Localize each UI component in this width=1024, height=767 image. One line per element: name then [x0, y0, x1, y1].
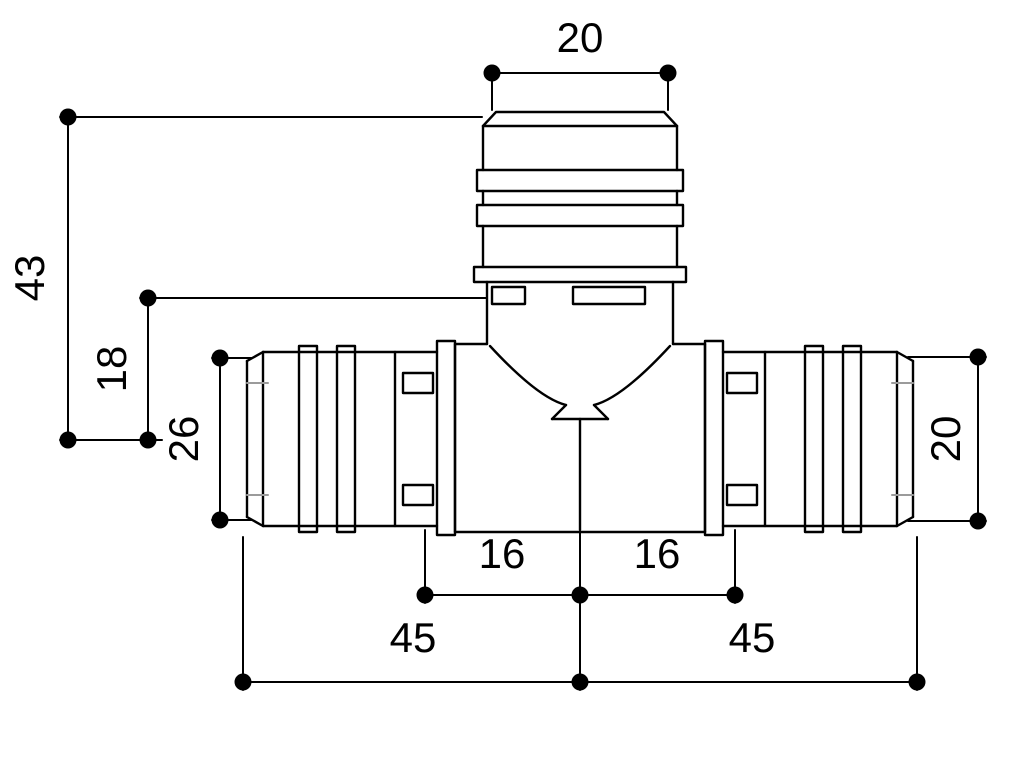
dim-label-total-height: 43: [6, 255, 53, 302]
tee-fitting: [245, 110, 915, 537]
dim-label-insert-depth: 18: [88, 346, 135, 393]
sleeve-rib: [297, 344, 319, 534]
dim-label-left-od: 26: [160, 416, 207, 463]
sleeve-window: [725, 371, 759, 395]
sleeve-window: [401, 371, 435, 395]
branch-collar: [472, 265, 688, 284]
dim-label-left-length: 45: [390, 614, 437, 661]
dim-right-od: 20: [907, 348, 987, 530]
sleeve-window: [725, 483, 759, 507]
branch-port-top: [472, 110, 688, 346]
branch-window-right: [571, 285, 647, 306]
dim-label-right-od: 20: [922, 416, 969, 463]
dim-insert-depth: 18: [88, 289, 488, 449]
branch-rib-lower: [475, 203, 685, 228]
dim-label-right-length: 45: [729, 614, 776, 661]
sleeve-rib: [335, 344, 357, 534]
dim-label-branch-width: 20: [557, 14, 604, 61]
flange-right: [703, 339, 725, 537]
dim-total-height: 43: [6, 108, 483, 449]
body-center: [435, 339, 725, 537]
sleeve-right: [721, 344, 915, 534]
bore-fillet-right: [592, 344, 672, 407]
dim-branch-width: 20: [483, 14, 677, 111]
sleeve-rib: [841, 344, 863, 534]
sleeve-window: [401, 483, 435, 507]
sleeve-left: [245, 344, 439, 534]
branch-window-left: [490, 285, 527, 306]
dim-label-center-to-left: 16: [479, 530, 526, 577]
dim-end-lengths: 45 45: [234, 531, 926, 691]
sleeve-rib: [803, 344, 825, 534]
flange-left: [435, 339, 457, 537]
dim-left-od: 26: [160, 349, 253, 529]
bore-fillet-left: [488, 344, 568, 407]
dim-label-center-to-right: 16: [634, 530, 681, 577]
branch-rib-upper: [475, 168, 685, 193]
